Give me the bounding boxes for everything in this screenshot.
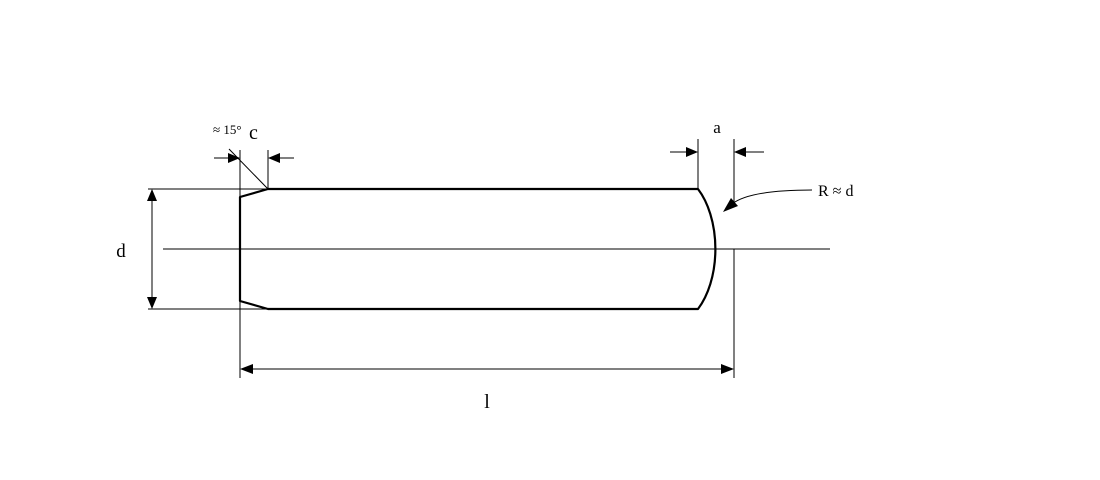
radius-label: R ≈ d (818, 183, 853, 200)
end-length-dimension (670, 147, 764, 157)
length-label: l (484, 391, 490, 413)
radius-leader (723, 189, 813, 212)
angle-reference-line (228, 148, 269, 190)
length-dimension (240, 364, 734, 374)
angle-label: ≈ 15° (213, 122, 242, 137)
diameter-dimension (147, 189, 157, 309)
diameter-label: d (116, 241, 126, 262)
chamfer-dimension (214, 153, 294, 163)
chamfer-label: c (249, 122, 258, 144)
pin-outline (238, 187, 717, 311)
end-length-label: a (713, 118, 721, 137)
